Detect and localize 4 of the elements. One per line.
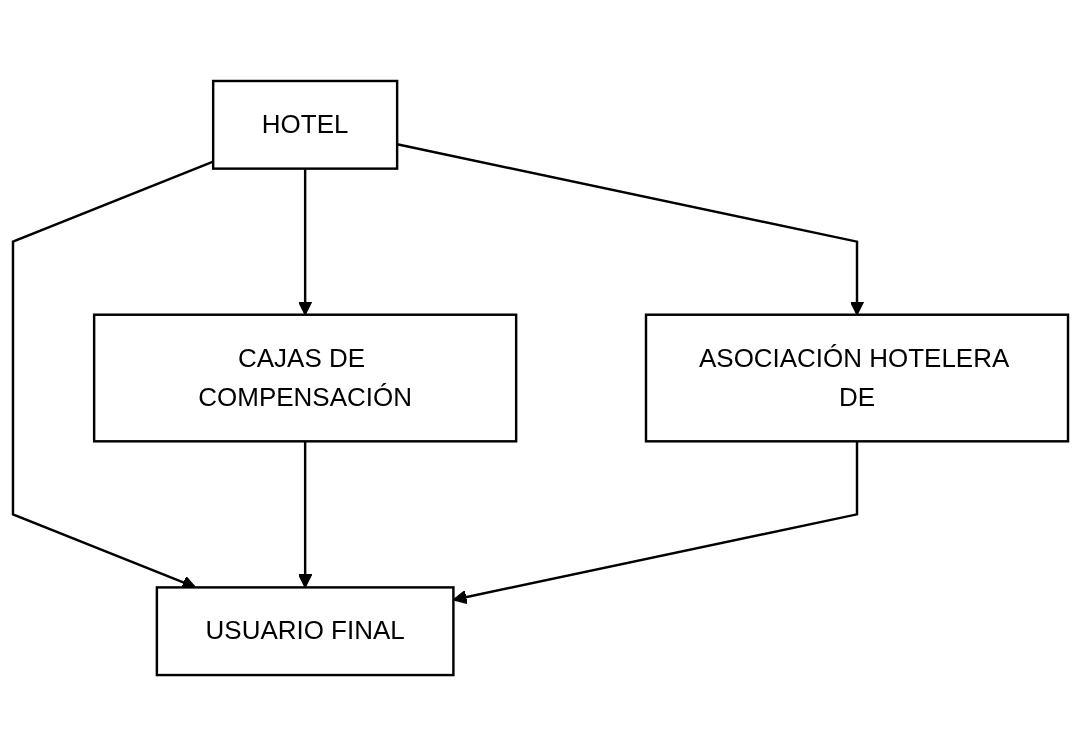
node-box: USUARIO FINAL bbox=[155, 586, 455, 677]
node-box: HOTEL bbox=[211, 79, 399, 170]
node-box: ASOCIACIÓN HOTELERA DE bbox=[644, 313, 1070, 443]
node-box: CAJAS DE COMPENSACIÓN bbox=[92, 313, 518, 443]
